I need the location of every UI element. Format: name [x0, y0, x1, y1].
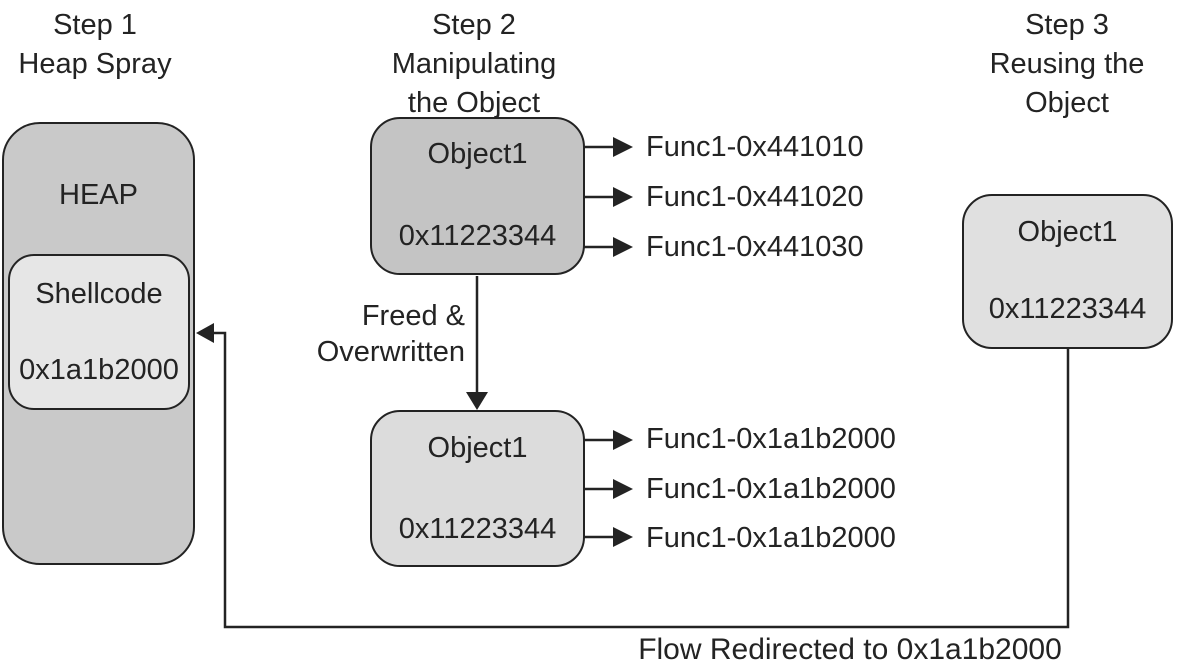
object1-reused-box: Object1 0x11223344	[962, 194, 1173, 349]
object1-reused-vtable: 0x11223344	[988, 293, 1147, 325]
shellcode-label: Shellcode	[35, 278, 163, 310]
freed-overwritten-line2: Overwritten	[316, 336, 465, 368]
arrowhead-left-icon	[196, 323, 214, 343]
func-pointer-label: Func1-0x1a1b2000	[646, 522, 896, 554]
object1-after-name: Object1	[427, 432, 528, 464]
shellcode-address: 0x1a1b2000	[19, 354, 179, 386]
step1-title-line1: Step 1	[53, 9, 137, 41]
freed-overwritten-label: Freed & Overwritten	[265, 298, 465, 370]
object1-reused-name: Object1	[1017, 216, 1118, 248]
flow-redirect-line	[214, 331, 1070, 629]
freed-overwritten-line1: Freed &	[361, 300, 465, 332]
step3-title-line3: Object	[1025, 87, 1109, 119]
object1-after-box: Object1 0x11223344	[370, 410, 585, 567]
shellcode-box: Shellcode 0x1a1b2000	[8, 254, 190, 410]
arrowhead-down-icon	[466, 392, 488, 410]
step2-title: Step 2 Manipulating the Object	[349, 6, 599, 123]
arrowhead-right-icon	[613, 527, 633, 547]
object1-after-vtable: 0x11223344	[398, 513, 557, 545]
step3-title-line1: Step 3	[1025, 9, 1109, 41]
object1-before-box: Object1 0x11223344	[370, 117, 585, 275]
arrowhead-right-icon	[613, 137, 633, 157]
object1-before-vtable: 0x11223344	[398, 220, 557, 252]
step3-title-line2: Reusing the	[989, 48, 1145, 80]
object1-before-name: Object1	[427, 138, 528, 170]
flow-redirected-label: Flow Redirected to 0x1a1b2000	[638, 633, 1062, 666]
arrowhead-right-icon	[613, 430, 633, 450]
heap-label: HEAP	[59, 179, 138, 211]
step3-title: Step 3 Reusing the Object	[957, 6, 1177, 123]
step1-title: Step 1 Heap Spray	[0, 6, 190, 84]
func-pointer-label: Func1-0x1a1b2000	[646, 473, 896, 505]
step2-title-line2: Manipulating	[391, 48, 557, 80]
arrowhead-right-icon	[613, 237, 633, 257]
arrowhead-right-icon	[613, 187, 633, 207]
func-pointer-label: Func1-0x441030	[646, 231, 864, 263]
func-pointer-label: Func1-0x441010	[646, 131, 864, 163]
step1-title-line2: Heap Spray	[18, 48, 172, 80]
step2-title-line1: Step 2	[432, 9, 516, 41]
arrowhead-right-icon	[613, 479, 633, 499]
heap-box: HEAP Shellcode 0x1a1b2000	[2, 122, 195, 565]
step2-title-line3: the Object	[407, 87, 541, 119]
func-pointer-label: Func1-0x1a1b2000	[646, 423, 896, 455]
func-pointer-label: Func1-0x441020	[646, 181, 864, 213]
